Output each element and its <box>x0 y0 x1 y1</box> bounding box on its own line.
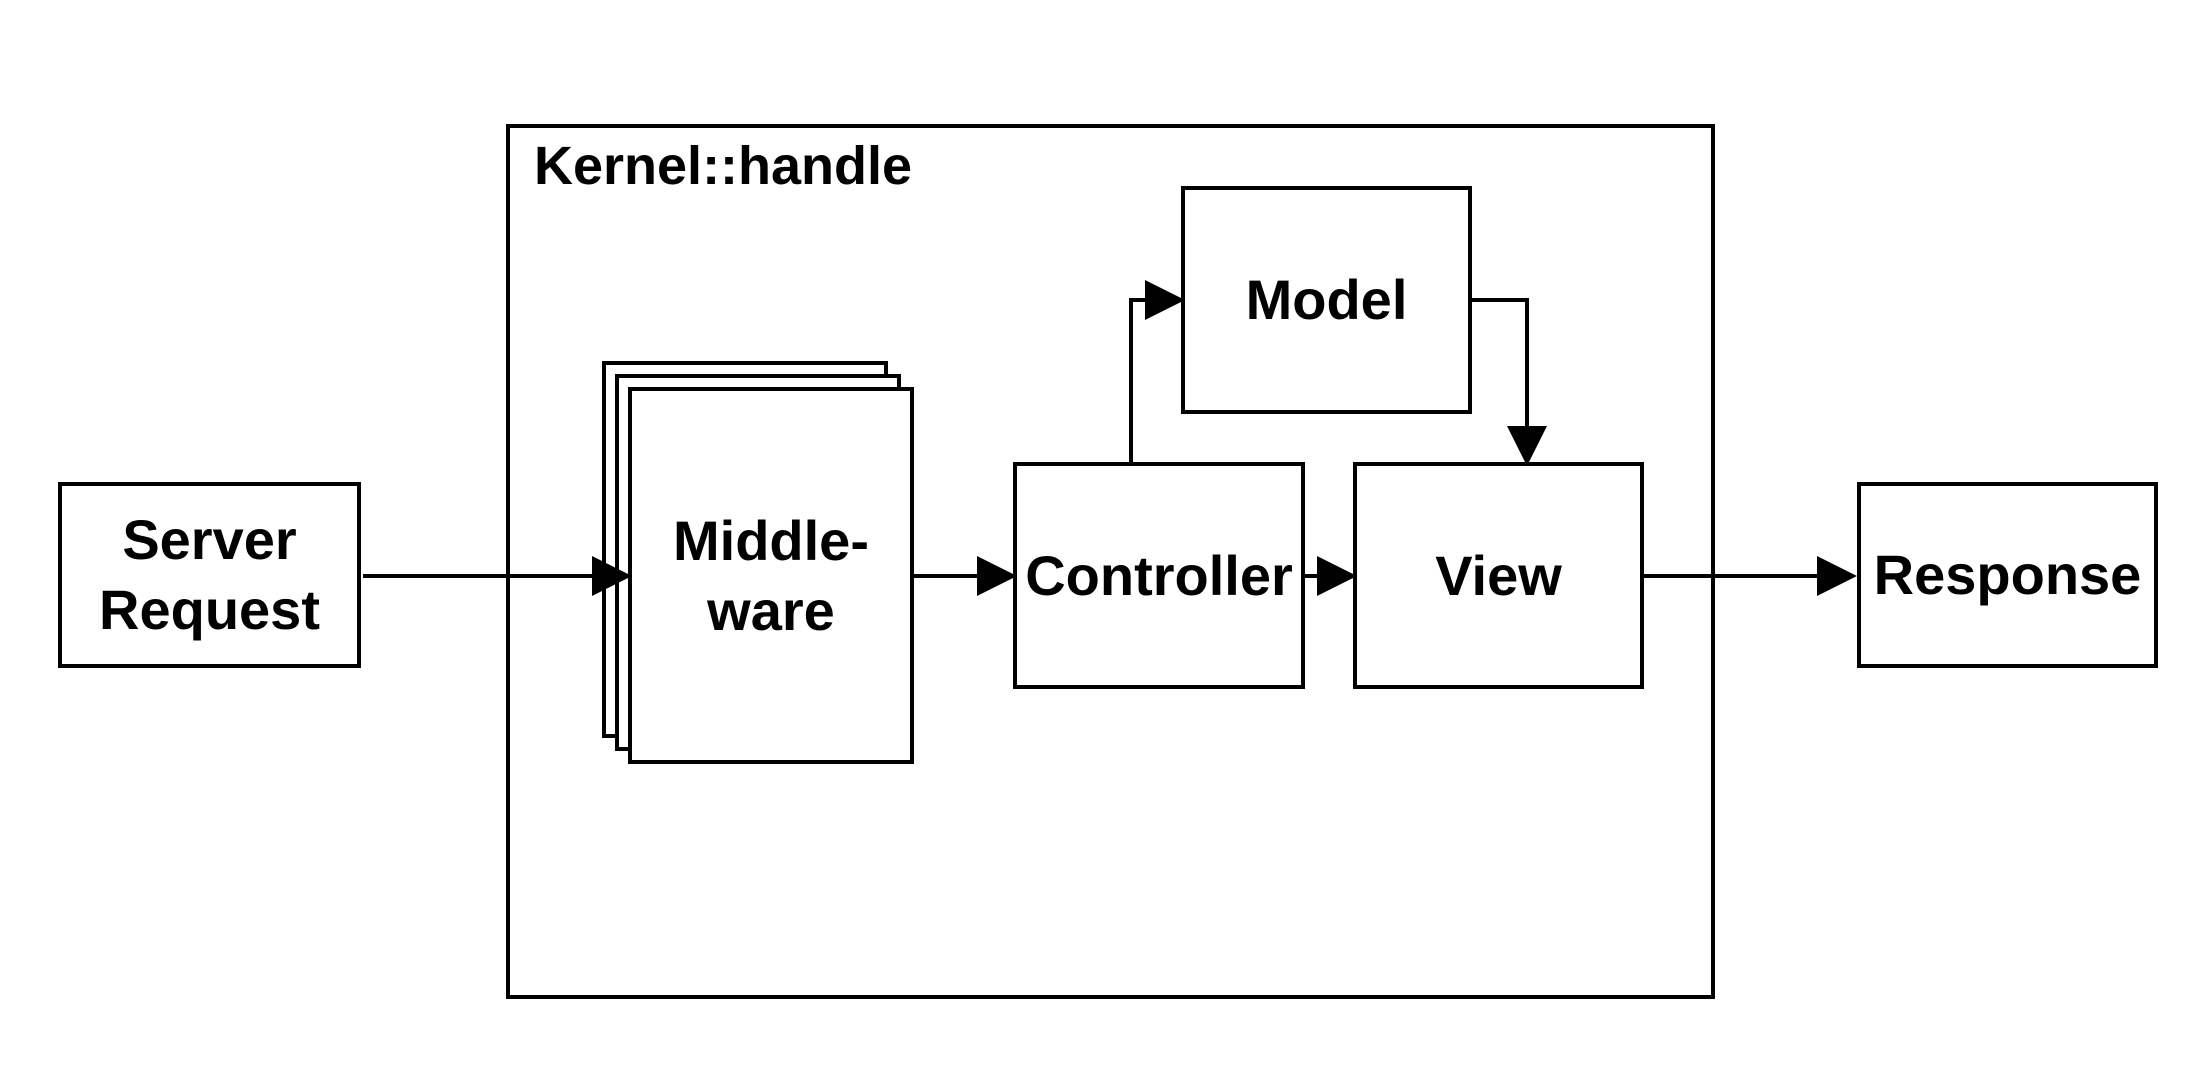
model-box <box>1181 186 1472 414</box>
response-box <box>1857 482 2158 668</box>
arrow-controller-to-model <box>1129 280 1185 462</box>
controller-label: Controller <box>1025 543 1293 607</box>
view-label: View <box>1435 543 1562 607</box>
arrow-model-to-view <box>1472 298 1547 466</box>
model-label: Model <box>1245 268 1408 331</box>
server-request-label: Server Request <box>99 508 320 641</box>
middleware-label: Middle- ware <box>673 508 869 642</box>
view-box <box>1353 462 1644 689</box>
response-label: Response <box>1873 543 2142 606</box>
server-request-box <box>58 482 361 668</box>
kernel-title: Kernel::handle <box>534 136 913 196</box>
